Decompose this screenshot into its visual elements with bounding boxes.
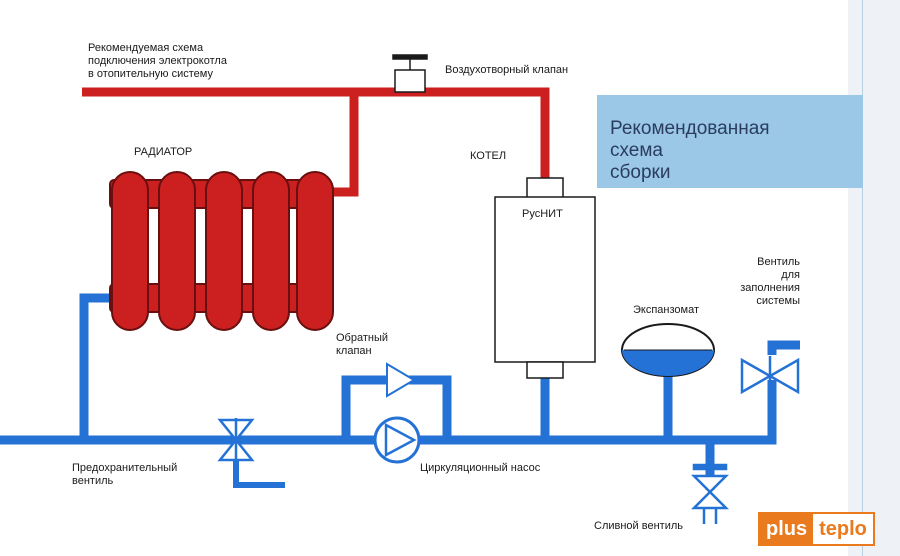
page-edge-line [862, 0, 863, 556]
safety-valve-outlet-pipe [233, 440, 285, 488]
radiator-section [205, 171, 243, 331]
radiator-section [296, 171, 334, 331]
expansion-tank-symbol [621, 323, 715, 377]
radiator-section [158, 171, 196, 331]
fill-pipe [767, 340, 800, 355]
check-valve-symbol [386, 362, 416, 398]
boiler-top-nozzle [526, 177, 564, 199]
logo-part-plus: plus [760, 514, 814, 544]
radiator-supply-pipe [330, 92, 359, 197]
drain-valve-label: Сливной вентиль [594, 520, 683, 532]
boiler [494, 177, 596, 379]
radiator-return-pipe [79, 293, 110, 440]
diagram-caption: Рекомендуемая схема подключения электрок… [88, 42, 227, 80]
fill-valve-symbol [740, 356, 800, 396]
logo-part-teplo: teplo [813, 514, 873, 544]
air-valve-label: Воздухотворный клапан [445, 64, 569, 76]
title-banner [597, 95, 863, 188]
plusteplo-logo: plus teplo [758, 512, 875, 546]
safety-valve-symbol [217, 418, 255, 462]
hot-supply-pipes [82, 87, 550, 197]
banner-text: Рекомендованная схема сборки [610, 118, 770, 183]
boiler-bottom-nozzle [526, 361, 564, 379]
return-main-pipe [0, 380, 777, 445]
safety-valve-label: Предохранительный вентиль [72, 462, 178, 487]
boiler-title-label: КОТЕЛ [470, 150, 507, 162]
radiator [109, 171, 334, 331]
expansion-tank-label: Экспанзомат [633, 304, 700, 316]
check-valve-label: Обратный клапан [336, 332, 389, 357]
circulation-pump-symbol [373, 416, 421, 464]
boiler-brand-label: РусНИТ [522, 208, 563, 220]
radiator-label: РАДИАТОР [134, 146, 193, 158]
radiator-section [111, 171, 149, 331]
circulation-pump-label: Циркуляционный насос [420, 462, 541, 474]
air-valve-symbol [392, 54, 428, 93]
drain-valve-symbol [690, 463, 730, 524]
boiler-body [494, 196, 596, 363]
page-edge-band [848, 0, 900, 556]
hot-main-pipe [82, 87, 550, 178]
radiator-section [252, 171, 290, 331]
fill-valve-label: Вентиль для заполнения системы [740, 256, 800, 307]
